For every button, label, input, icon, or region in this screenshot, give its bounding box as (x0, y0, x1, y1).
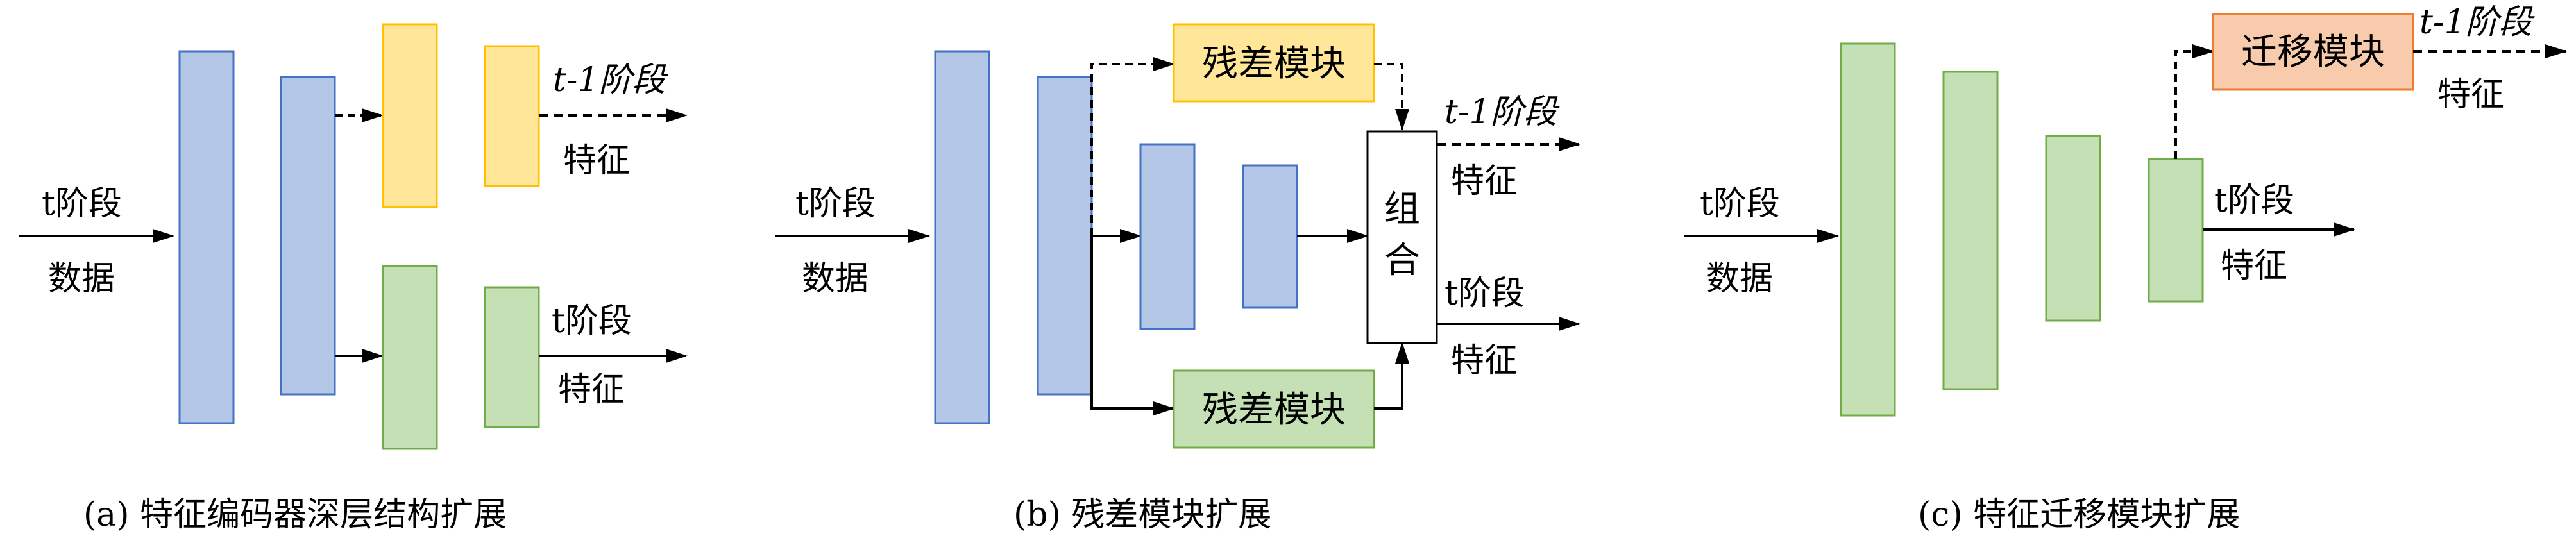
encoder-layer-2 (1037, 76, 1093, 396)
output-prev-feature: 特征 (2437, 76, 2504, 114)
input-label-data: 数据 (1706, 260, 1773, 298)
residual-bottom-to-combine (1374, 342, 1409, 410)
panel-c: t阶段 数据 迁移模块 t-1阶段 特征 t阶段 特征 (c) 特征迁移模块扩展 (1684, 3, 2567, 534)
migration-block (2212, 13, 2414, 91)
new-layer-4 (484, 286, 540, 428)
residual-bottom (1173, 369, 1375, 449)
encoder-layer-1 (1840, 42, 1896, 417)
input-label-data: 数据 (802, 260, 869, 298)
output-prev-feature: 特征 (563, 142, 630, 180)
output-prev-label: t-1阶段 (553, 61, 669, 99)
output-cur-feature: 特征 (558, 371, 625, 409)
input-label-stage: t阶段 (42, 185, 122, 223)
input-label-stage: t阶段 (1700, 185, 1780, 223)
old-layer-4 (484, 45, 540, 187)
input-label-data: 数据 (48, 260, 115, 298)
output-cur-label: t阶段 (2214, 181, 2294, 220)
input-label-stage: t阶段 (795, 185, 876, 223)
old-layer-3 (382, 23, 438, 208)
residual-top-to-combine (1374, 63, 1409, 131)
encoder-layer-1 (178, 50, 235, 424)
caption-a: (a) 特征编码器深层结构扩展 (83, 496, 507, 534)
encoder-layer-1 (934, 50, 990, 424)
encoder-layer-4 (2148, 158, 2204, 303)
combine-label-2: 合 (1384, 240, 1420, 281)
output-cur-feature: 特征 (1451, 342, 1518, 380)
encoder-layer-3 (1139, 143, 1196, 330)
encoder-layer-2 (1942, 71, 1999, 390)
output-prev-label: t-1阶段 (1445, 93, 1561, 131)
output-prev-label: t-1阶段 (2419, 3, 2536, 42)
panel-a: t阶段 数据 t-1阶段 特征 t阶段 特征 (a) 特征编码器深层结构扩展 (19, 23, 688, 534)
to-residual-top-arrow (1090, 57, 1175, 236)
panel-b: t阶段 数据 残差模块 残差模块 组 合 t-1阶段 特征 t阶段 特征 (b)… (775, 23, 1580, 534)
residual-top-label: 残差模块 (1202, 43, 1346, 85)
combine-block (1366, 130, 1438, 344)
residual-bottom-label: 残差模块 (1202, 389, 1346, 431)
output-cur-label: t阶段 (552, 302, 632, 340)
caption-b: (b) 残差模块扩展 (1013, 496, 1271, 534)
migration-label: 迁移模块 (2241, 31, 2385, 73)
output-cur-feature: 特征 (2221, 247, 2287, 285)
caption-c: (c) 特征迁移模块扩展 (1918, 496, 2240, 534)
encoder-layer-3 (2045, 135, 2101, 322)
output-cur-label: t阶段 (1445, 274, 1525, 313)
encoder-layer-4 (1242, 164, 1298, 309)
combine-label-1: 组 (1384, 189, 1420, 230)
encoder-layer-2 (280, 76, 336, 396)
to-residual-bottom-arrow (1090, 236, 1175, 415)
to-migration-arrow (2174, 44, 2214, 159)
new-layer-3 (382, 265, 438, 450)
output-prev-feature: 特征 (1451, 162, 1518, 201)
